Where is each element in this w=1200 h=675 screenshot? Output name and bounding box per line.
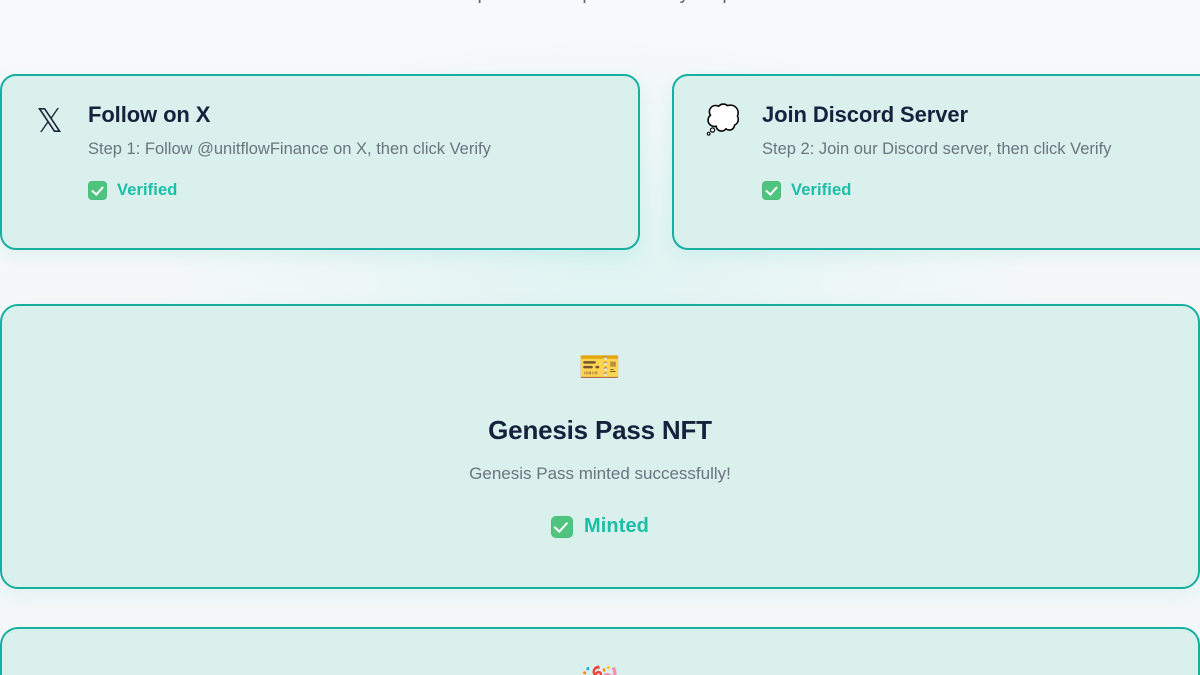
- task-card-join-discord[interactable]: 💭 Join Discord Server Step 2: Join our D…: [672, 74, 1200, 250]
- check-badge-icon: [88, 181, 107, 201]
- task-status: Verified: [88, 181, 610, 201]
- task-card-row: 𝕏 Follow on X Step 1: Follow @unitflowFi…: [0, 74, 1200, 250]
- task-description: Step 1: Follow @unitflowFinance on X, th…: [88, 140, 491, 159]
- check-badge-icon: [762, 181, 781, 201]
- next-card-partial[interactable]: 🎉: [0, 627, 1200, 675]
- task-title: Join Discord Server: [762, 102, 968, 127]
- page-heading-remnant: Complete the steps to claim your pass: [0, 0, 1200, 5]
- task-title: Follow on X: [88, 102, 211, 127]
- task-card-content: 𝕏 Follow on X Step 1: Follow @unitflowFi…: [2, 76, 638, 248]
- nft-status: Minted: [550, 515, 650, 538]
- task-card-content: 💭 Join Discord Server Step 2: Join our D…: [674, 76, 1200, 248]
- x-logo-icon: 𝕏: [36, 104, 63, 140]
- check-badge-icon: [550, 515, 573, 538]
- thought-balloon-icon: 💭: [705, 104, 741, 135]
- partial-emoji-icon: 🎉: [2, 667, 1198, 675]
- status-label: Verified: [791, 181, 852, 200]
- task-description: Step 2: Join our Discord server, then cl…: [762, 140, 1112, 159]
- nft-description: Genesis Pass minted successfully!: [469, 464, 731, 483]
- ticket-icon: 🎫: [578, 348, 622, 386]
- task-card-follow-on-x[interactable]: 𝕏 Follow on X Step 1: Follow @unitflowFi…: [0, 74, 640, 250]
- task-card-text: Follow on X Step 1: Follow @unitflowFina…: [88, 102, 610, 248]
- status-label: Verified: [117, 181, 178, 200]
- task-status: Verified: [762, 181, 1200, 201]
- status-label: Minted: [583, 515, 650, 537]
- genesis-pass-nft-card[interactable]: 🎫 Genesis Pass NFT Genesis Pass minted s…: [0, 304, 1200, 589]
- nft-title: Genesis Pass NFT: [488, 415, 712, 445]
- task-card-text: Join Discord Server Step 2: Join our Dis…: [762, 102, 1200, 248]
